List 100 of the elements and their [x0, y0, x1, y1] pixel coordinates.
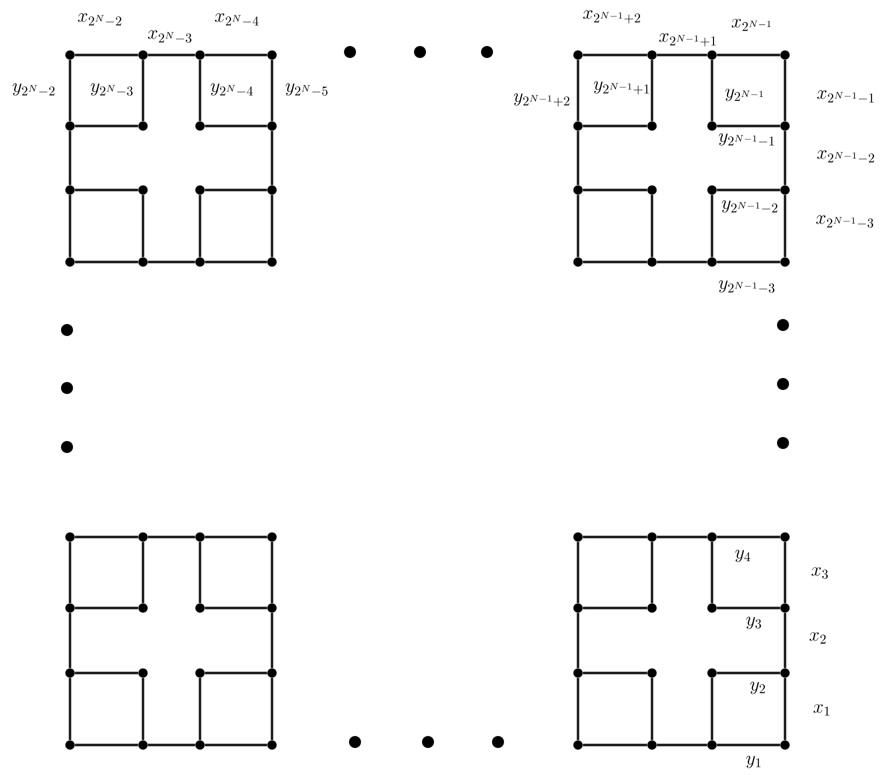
variable-label: $y_{2^N-4}$ [210, 83, 253, 96]
edge-line [656, 744, 708, 746]
edge-line [204, 536, 268, 538]
edge-line [74, 744, 138, 746]
edge-line [74, 672, 138, 674]
edge-line [148, 260, 196, 264]
vertex-dot [138, 532, 148, 542]
edge-line [142, 542, 144, 604]
edge-line [650, 542, 654, 604]
edge-line [74, 260, 138, 264]
vertex-dot [267, 603, 277, 613]
vertex-dot [195, 121, 205, 131]
edge-line [270, 60, 274, 122]
edge-line [650, 194, 654, 258]
edge-line [576, 542, 580, 604]
variable-label: $x_2$ [810, 632, 826, 644]
variable-label: $y_3$ [746, 616, 762, 630]
edge-line [784, 130, 786, 186]
edge-line [710, 542, 714, 604]
edge-line [710, 60, 714, 122]
vertex-dot [573, 121, 583, 131]
edge-line [198, 678, 202, 740]
variable-label: $x_{2^N-2}$ [78, 13, 122, 26]
vertex-dot [780, 668, 790, 678]
vertex-dot [573, 740, 583, 750]
vertex-dot [707, 740, 717, 750]
vertex-dot [267, 532, 277, 542]
vertex-dot [573, 532, 583, 542]
vertex-dot [195, 257, 205, 267]
variable-label: $y_2$ [750, 682, 765, 694]
edge-line [716, 672, 780, 674]
vertex-dot [195, 185, 205, 195]
edge-line [656, 54, 708, 56]
edge-line [576, 60, 580, 122]
edge-line [582, 672, 648, 674]
vertex-dot [65, 668, 75, 678]
edge-line [716, 744, 780, 746]
edge-line [710, 194, 714, 258]
vertex-dot [65, 121, 75, 131]
vertex-dot [65, 257, 75, 267]
edge-line [784, 678, 786, 740]
vertex-dot [195, 532, 205, 542]
vertex-dot [195, 50, 205, 60]
vertex-dot [195, 740, 205, 750]
vertex-dot [647, 668, 657, 678]
variable-label: $y_{2^{N-1}-2}$ [722, 200, 778, 213]
edge-line [74, 606, 138, 610]
edge-line [784, 60, 786, 122]
vertex-dot [65, 50, 75, 60]
edge-line [576, 130, 580, 186]
variable-label: $y_{2^N-2}$ [12, 83, 54, 96]
vertex-dot [267, 185, 277, 195]
edge-line [68, 542, 72, 604]
vertex-dot [707, 50, 717, 60]
edge-line [204, 606, 268, 610]
vertex-dot [267, 257, 277, 267]
variable-label: $y_{2^{N-1}-3}$ [718, 280, 774, 293]
edge-line [74, 124, 138, 128]
edge-line [204, 54, 268, 56]
variable-label: $x_{2^{N-1}-2}$ [817, 150, 874, 162]
edge-line [270, 542, 274, 604]
edge-line [74, 536, 138, 538]
edge-line [650, 60, 654, 122]
edge-line [148, 744, 196, 746]
edge-line [74, 188, 138, 192]
vertex-dot [138, 740, 148, 750]
edge-line [716, 54, 780, 56]
edge-line [716, 188, 780, 192]
edge-line [148, 536, 196, 538]
vertex-dot [707, 668, 717, 678]
edge-line [270, 130, 274, 186]
edge-line [68, 60, 72, 122]
edge-line [204, 260, 268, 264]
variable-label: $x_1$ [814, 704, 830, 716]
vertex-dot [707, 185, 717, 195]
edge-line [74, 54, 138, 56]
edge-line [582, 744, 648, 746]
variable-label: $x_{2^{N-1}}$ [732, 18, 771, 31]
variable-label: $y_4$ [735, 550, 750, 562]
vertex-dot [267, 50, 277, 60]
variable-label: $x_{2^N-4}$ [214, 13, 259, 26]
vertex-dot [65, 603, 75, 613]
vertex-dot [65, 532, 75, 542]
edge-line [784, 542, 786, 604]
edge-line [270, 612, 274, 668]
edge-line [582, 536, 648, 538]
vertex-dot [267, 740, 277, 750]
edge-line [784, 612, 786, 668]
variable-label: $x_{2^{N-1}-3}$ [816, 215, 874, 228]
vertex-dot [573, 257, 583, 267]
vertex-dot [780, 50, 790, 60]
variable-label: $y_{2^{N-1}+2}$ [514, 93, 570, 106]
edge-line [68, 130, 72, 186]
vertex-dot [647, 603, 657, 613]
variable-label: $y_{2^{N-1}-1}$ [718, 133, 774, 146]
edge-line [582, 606, 648, 610]
edge-line [716, 124, 780, 128]
vertex-dot [138, 668, 148, 678]
edge-line [576, 194, 580, 258]
edge-line [204, 124, 268, 128]
